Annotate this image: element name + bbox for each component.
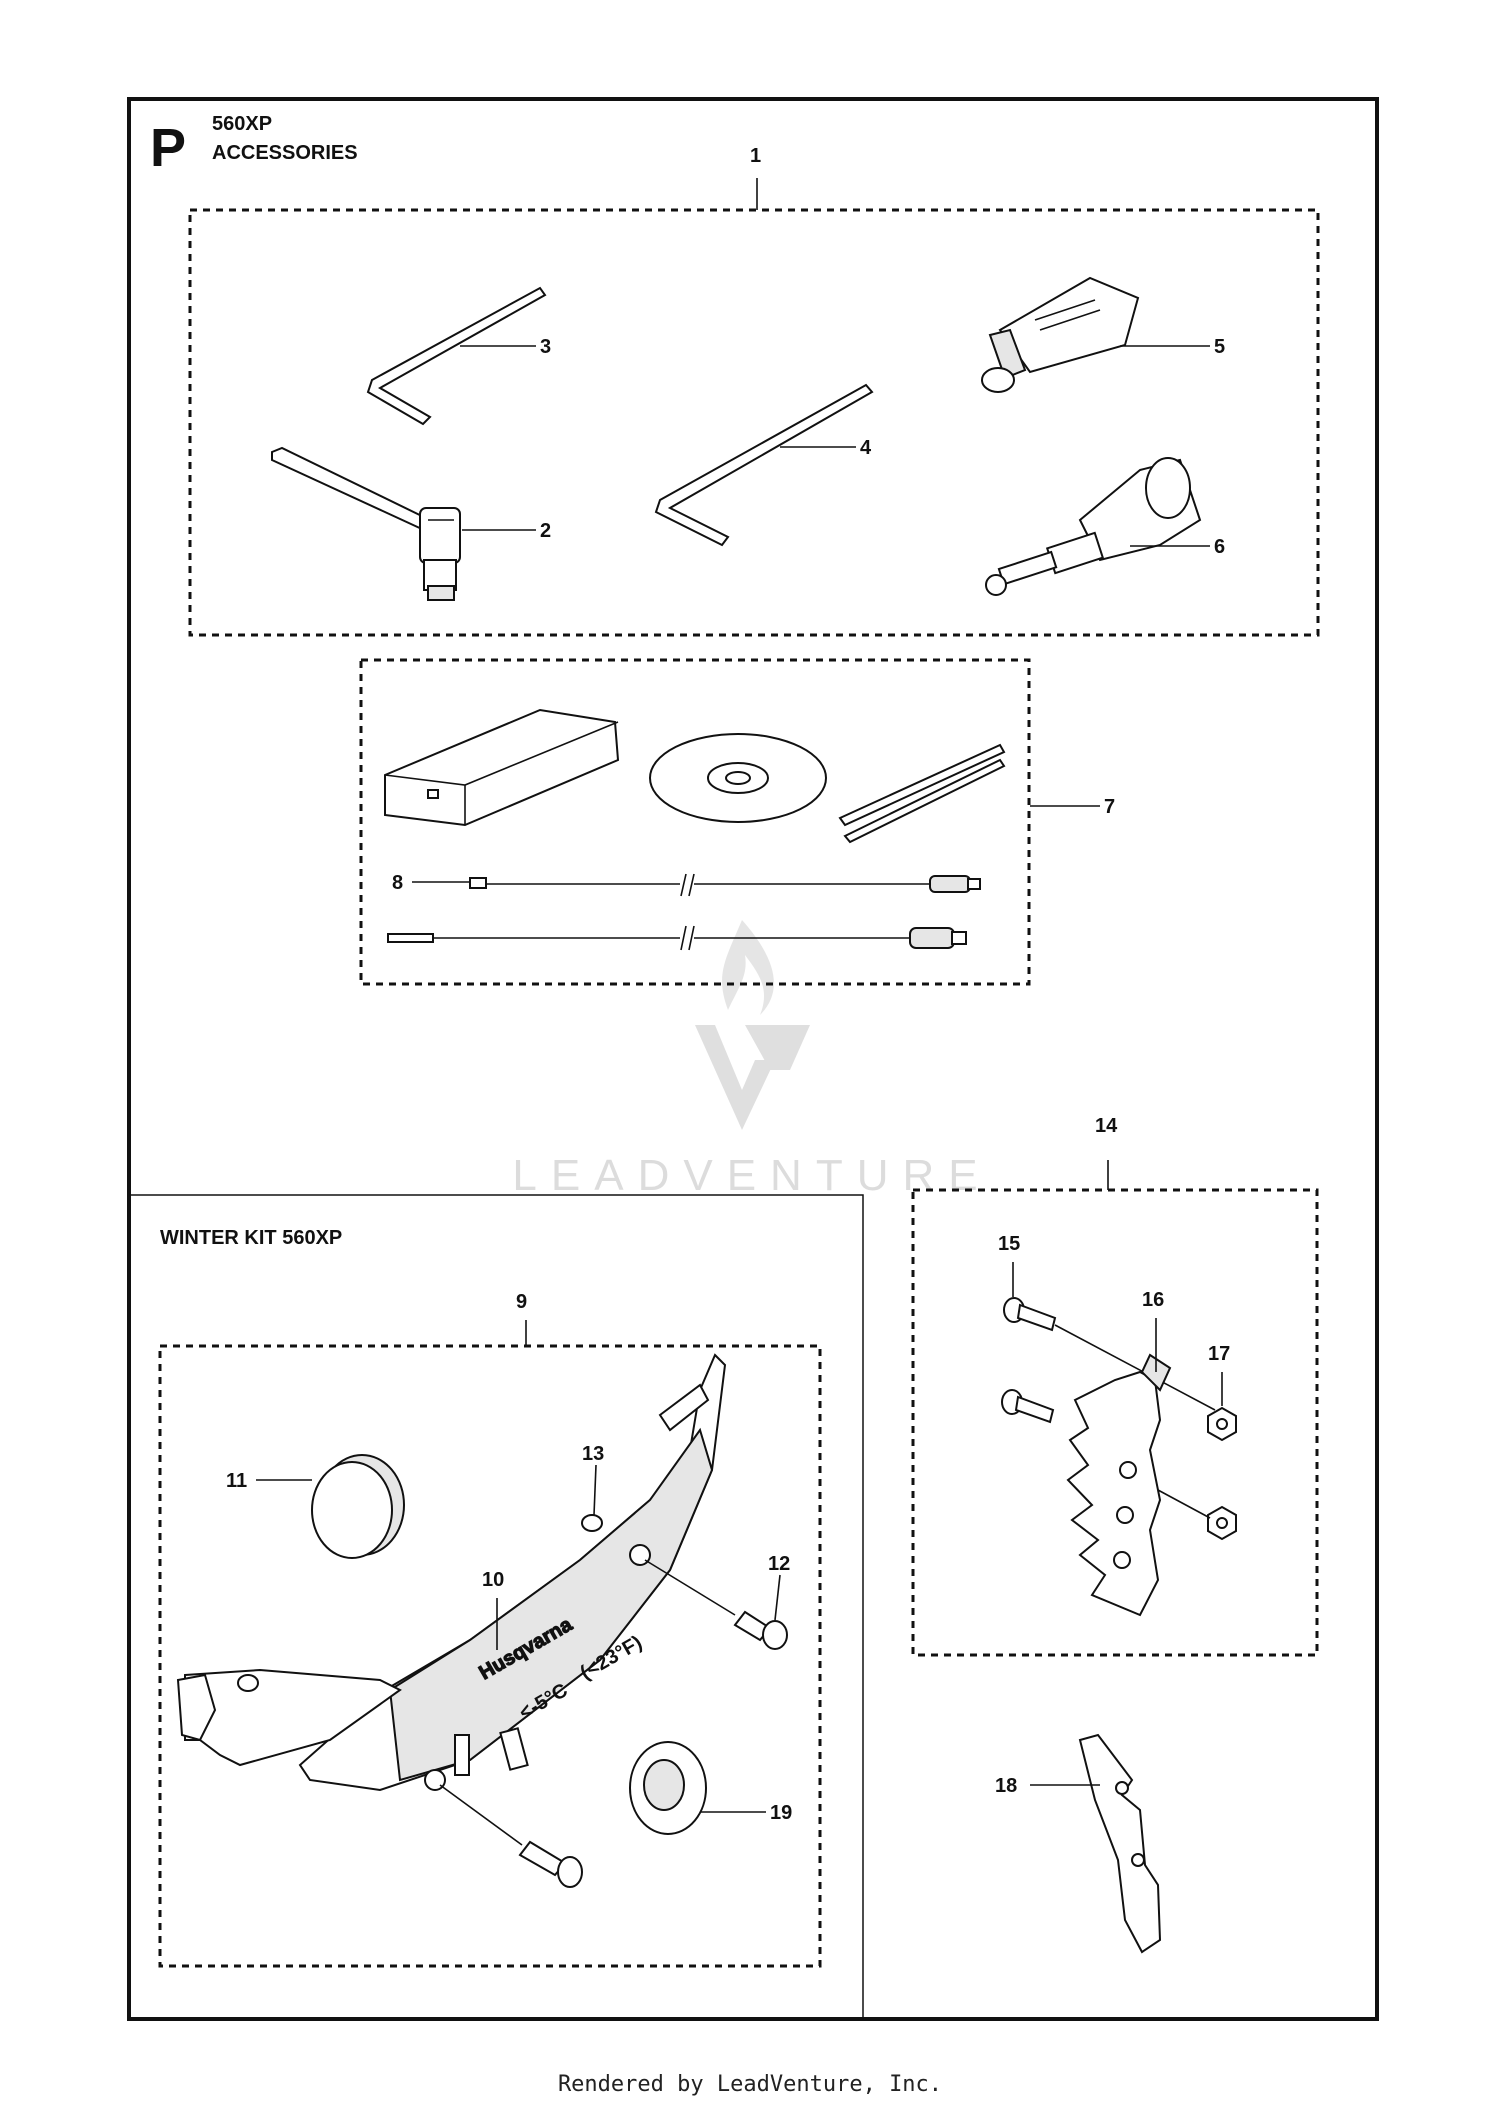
grease-tube [981,276,1140,393]
callout-3: 3 [540,336,551,358]
combination-spanner [271,446,461,601]
screw-lower [518,1840,583,1888]
callout-19: 19 [770,1802,792,1824]
callout-17: 17 [1208,1343,1230,1365]
tweezers [838,743,1006,844]
leadventure-watermark: LEADVENTURE [512,920,991,1200]
bumper-spike-16 [1066,1353,1172,1617]
hex-key-small [366,286,547,426]
callout-10: 10 [482,1569,504,1591]
footer-credit: Rendered by LeadVenture, Inc. [557,2072,943,2097]
callout-16: 16 [1142,1289,1164,1311]
callout-15: 15 [998,1233,1020,1255]
section-letter: P [150,118,186,178]
screw-12 [733,1610,788,1650]
callout-4: 4 [860,437,872,459]
callout-18: 18 [995,1775,1017,1797]
section-title: ACCESSORIES [212,142,358,164]
bumper-spike-18 [1078,1733,1162,1954]
callout-6: 6 [1214,536,1225,558]
cable-adapter [387,925,967,951]
callout-13: 13 [582,1443,604,1465]
callout-12: 12 [768,1553,790,1575]
callout-5: 5 [1214,336,1225,358]
tool-kit-box [188,208,1320,637]
winter-kit-divider [129,1194,864,2019]
callout-7: 7 [1104,796,1115,818]
screw-15 [1001,1297,1057,1424]
winter-kit-title: WINTER KIT 560XP [160,1227,342,1249]
nut-17 [1207,1406,1237,1541]
model-label: 560XP [212,113,272,135]
rubber-plug [311,1454,405,1559]
callout-2: 2 [540,520,551,542]
winter-cover: Husqvarna <-5°C (<23°F) [176,1353,727,1792]
o-ring-13 [237,1514,603,1692]
piston-stop-tool [985,457,1202,596]
bumper-spike-box [911,1188,1319,1657]
diagnostic-box [384,708,620,827]
grommet-19 [629,1741,707,1835]
callout-9: 9 [516,1291,527,1313]
service-kit-box [359,658,1031,986]
svg-text:LEADVENTURE: LEADVENTURE [512,1151,991,1200]
callout-1: 1 [750,145,761,167]
winter-kit-box [158,1344,822,1968]
hex-key-large [654,383,874,547]
software-cd [649,733,827,823]
callout-14: 14 [1095,1115,1118,1137]
callout-8: 8 [392,872,403,894]
outer-frame [127,97,1379,2021]
callout-11: 11 [226,1470,247,1492]
cable-8 [469,873,981,897]
